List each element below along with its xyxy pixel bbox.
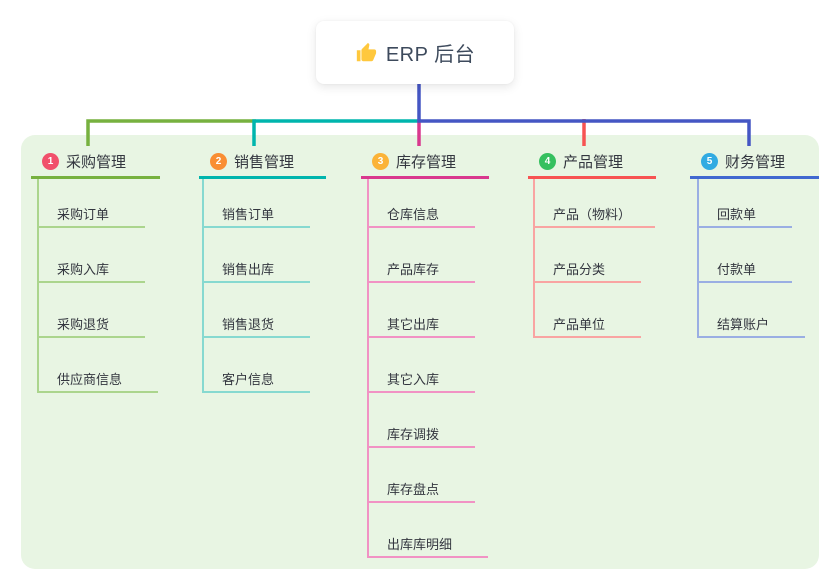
child-node[interactable]: 产品单位 xyxy=(533,314,641,338)
child-node[interactable]: 供应商信息 xyxy=(37,369,158,393)
branch-node-product[interactable]: 4 产品管理 xyxy=(528,147,656,179)
child-node[interactable]: 仓库信息 xyxy=(367,204,475,228)
child-node[interactable]: 采购订单 xyxy=(37,204,145,228)
branch-badge: 3 xyxy=(372,153,389,170)
child-node[interactable]: 采购入库 xyxy=(37,259,145,283)
child-node[interactable]: 库存调拨 xyxy=(367,424,475,448)
branch-label: 财务管理 xyxy=(725,154,786,171)
branch-node-inventory[interactable]: 3 库存管理 xyxy=(361,147,489,179)
branch-badge: 2 xyxy=(210,153,227,170)
child-node[interactable]: 其它入库 xyxy=(367,369,475,393)
branch-node-finance[interactable]: 5 财务管理 xyxy=(690,147,819,179)
branch-label: 产品管理 xyxy=(563,154,624,171)
child-node[interactable]: 结算账户 xyxy=(697,314,805,338)
branch-node-sales[interactable]: 2 销售管理 xyxy=(199,147,326,179)
child-node[interactable]: 销售订单 xyxy=(202,204,310,228)
child-node[interactable]: 出库库明细 xyxy=(367,534,488,558)
child-node[interactable]: 产品（物料） xyxy=(533,204,655,228)
child-node[interactable]: 销售退货 xyxy=(202,314,310,338)
branch-badge: 4 xyxy=(539,153,556,170)
child-node[interactable]: 付款单 xyxy=(697,259,792,283)
thumbs-up-icon xyxy=(356,42,376,61)
child-node[interactable]: 产品分类 xyxy=(533,259,641,283)
branches-background-panel xyxy=(21,135,819,569)
child-node[interactable]: 销售出库 xyxy=(202,259,310,283)
branch-children-spine xyxy=(202,179,204,393)
child-node[interactable]: 库存盘点 xyxy=(367,479,475,503)
child-node[interactable]: 回款单 xyxy=(697,204,792,228)
branch-children-spine xyxy=(367,179,369,558)
child-node[interactable]: 产品库存 xyxy=(367,259,475,283)
branch-children-spine xyxy=(37,179,39,393)
root-node-title: ERP 后台 xyxy=(385,44,476,66)
child-node[interactable]: 采购退货 xyxy=(37,314,145,338)
branch-children-spine xyxy=(533,179,535,338)
root-node[interactable]: ERP 后台 xyxy=(316,21,514,84)
branch-label: 库存管理 xyxy=(396,154,457,171)
branch-children-spine xyxy=(697,179,699,338)
branch-label: 采购管理 xyxy=(66,154,127,171)
branch-badge: 1 xyxy=(42,153,59,170)
branch-label: 销售管理 xyxy=(234,154,295,171)
child-node[interactable]: 客户信息 xyxy=(202,369,310,393)
branch-node-purchase[interactable]: 1 采购管理 xyxy=(31,147,160,179)
branch-badge: 5 xyxy=(701,153,718,170)
child-node[interactable]: 其它出库 xyxy=(367,314,475,338)
